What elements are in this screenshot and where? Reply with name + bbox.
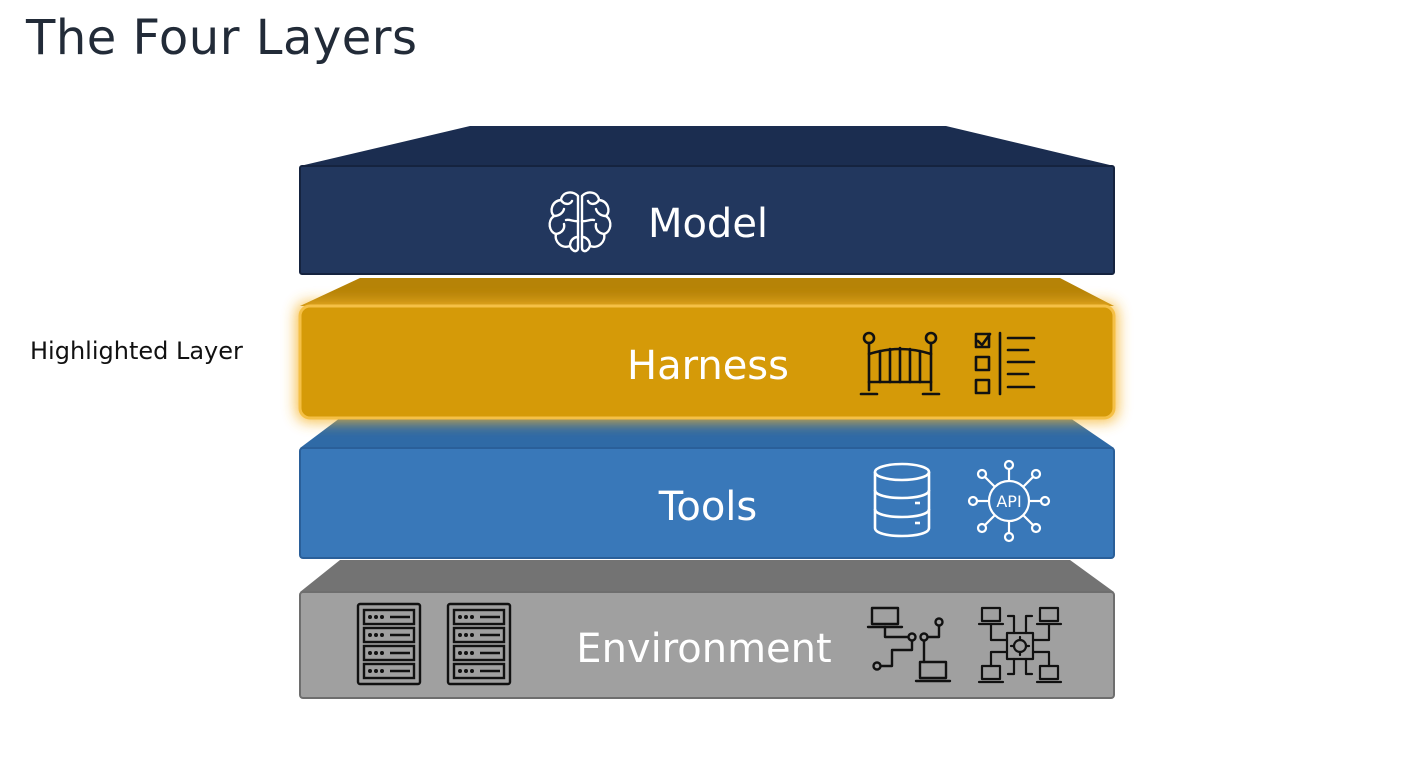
server-rack-icon [356,602,422,686]
network-hub-icon [977,604,1063,688]
api-icon-text: API [996,492,1021,511]
checklist-icon [972,330,1038,398]
model-layer [299,126,1115,275]
harness-layer [296,278,1118,422]
harness-layer-label: Harness [627,343,789,389]
server-rack-icon [446,602,512,686]
model-layer-label: Model [647,201,769,247]
tools-layer-label: Tools [658,484,758,530]
network-icon [866,604,952,688]
gate-icon [858,330,942,398]
brain-icon [544,186,616,258]
database-icon [872,462,932,538]
tools-layer [299,418,1115,559]
environment-layer-label: Environment [576,626,832,672]
page-title: The Four Layers [26,10,418,66]
highlighted-layer-label: Highlighted Layer [30,337,243,365]
api-icon: API [966,458,1052,544]
